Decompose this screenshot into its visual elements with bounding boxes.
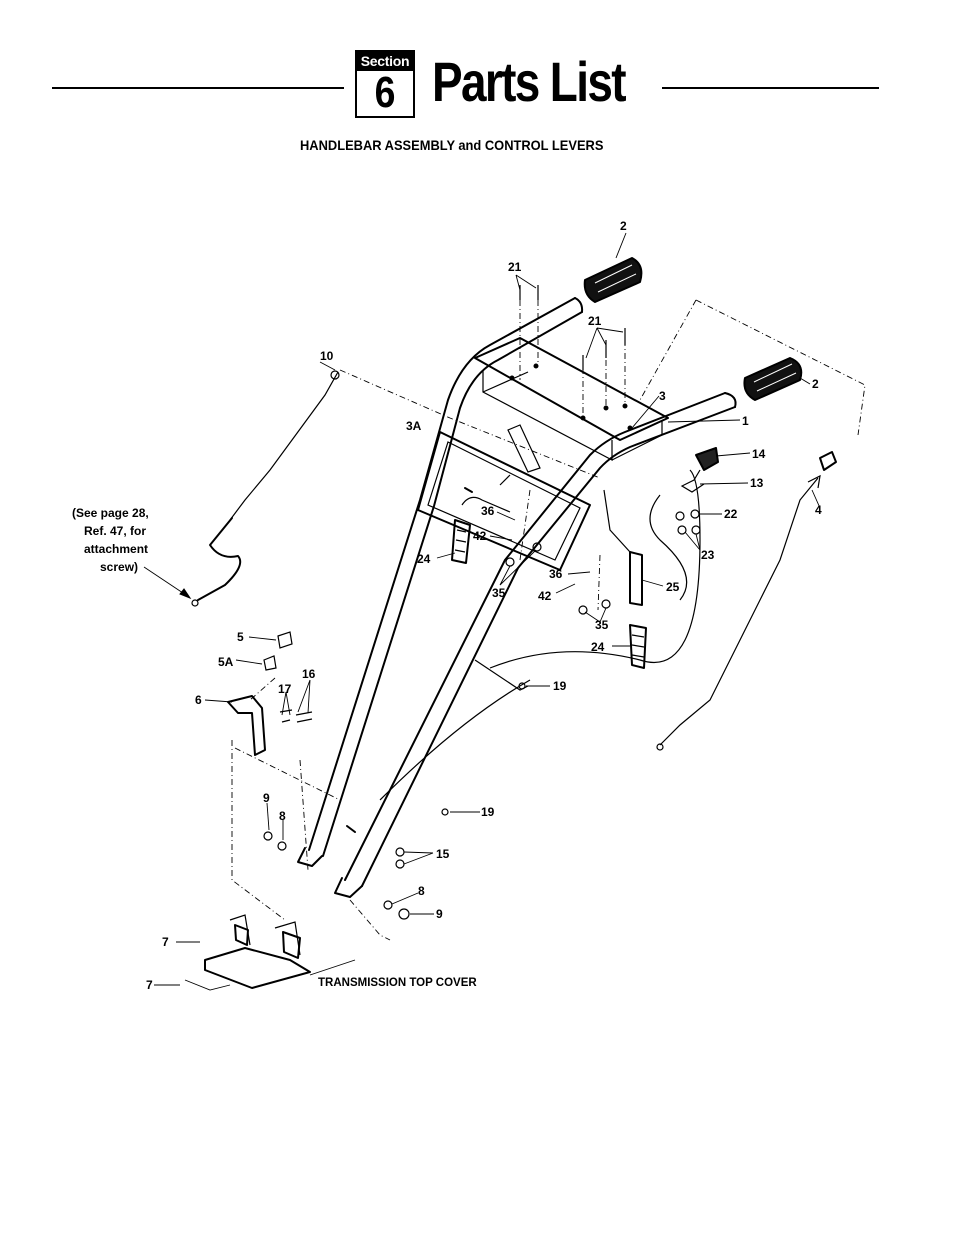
header-rule-right bbox=[662, 87, 879, 89]
note-line-3: attachment bbox=[84, 542, 148, 556]
throttle-lever bbox=[649, 447, 719, 601]
callout-3: 3 bbox=[659, 389, 666, 403]
callout-5: 5 bbox=[237, 630, 244, 644]
callout-19-upper: 19 bbox=[553, 679, 567, 693]
section-label: Section bbox=[357, 52, 413, 71]
callout-13: 13 bbox=[750, 476, 764, 490]
callout-36-lower: 36 bbox=[549, 567, 563, 581]
callout-10: 10 bbox=[320, 349, 334, 363]
alignment-lines bbox=[231, 299, 866, 941]
handlebar-frame bbox=[297, 297, 737, 898]
callout-24-left: 24 bbox=[417, 552, 431, 566]
callout-25: 25 bbox=[666, 580, 680, 594]
callout-2-right: 2 bbox=[812, 377, 819, 391]
transmission-top-cover-label: TRANSMISSION TOP COVER bbox=[318, 977, 477, 989]
hand-grips bbox=[583, 257, 803, 401]
callout-1: 1 bbox=[742, 414, 749, 428]
attachment-note: (See page 28, Ref. 47, for attachment sc… bbox=[72, 506, 149, 574]
callout-15: 15 bbox=[436, 847, 450, 861]
callout-21-right: 21 bbox=[588, 314, 602, 328]
callout-8-left: 8 bbox=[279, 809, 286, 823]
callout-17: 17 bbox=[278, 682, 292, 696]
callout-3a: 3A bbox=[406, 419, 422, 433]
callout-22: 22 bbox=[724, 507, 738, 521]
callout-labels: 2 21 21 2 3 1 10 3A 14 13 22 23 4 36 42 … bbox=[146, 219, 822, 992]
callout-14: 14 bbox=[752, 447, 766, 461]
callout-35-right: 35 bbox=[595, 618, 609, 632]
callout-23: 23 bbox=[701, 548, 715, 562]
callout-19-lower: 19 bbox=[481, 805, 495, 819]
note-line-4: screw) bbox=[100, 560, 138, 574]
callout-36-upper: 36 bbox=[481, 504, 495, 518]
callout-42-upper: 42 bbox=[473, 529, 487, 543]
callout-24-right: 24 bbox=[591, 640, 605, 654]
callout-35-left: 35 bbox=[492, 586, 506, 600]
note-line-2: Ref. 47, for bbox=[84, 524, 146, 538]
callout-5a: 5A bbox=[218, 655, 234, 669]
callout-2-top: 2 bbox=[620, 219, 627, 233]
callout-8-right: 8 bbox=[418, 884, 425, 898]
callout-7-lower: 7 bbox=[146, 978, 153, 992]
callout-16: 16 bbox=[302, 667, 316, 681]
cables bbox=[191, 370, 837, 801]
callout-7-upper: 7 bbox=[162, 935, 169, 949]
mounting-bracket bbox=[227, 631, 313, 756]
diagram-subtitle: HANDLEBAR ASSEMBLY and CONTROL LEVERS bbox=[300, 137, 604, 153]
section-badge: Section 6 bbox=[355, 50, 415, 118]
section-number: 6 bbox=[374, 68, 396, 117]
callout-42-lower: 42 bbox=[538, 589, 552, 603]
callout-21-left: 21 bbox=[508, 260, 522, 274]
control-levers bbox=[451, 489, 647, 669]
panel-plate-3a bbox=[417, 424, 591, 571]
page-title: Parts List bbox=[432, 50, 627, 113]
note-line-1: (See page 28, bbox=[72, 506, 149, 520]
callout-4: 4 bbox=[815, 503, 822, 517]
callout-9-left: 9 bbox=[263, 791, 270, 805]
callout-9-right: 9 bbox=[436, 907, 443, 921]
transmission-top-cover bbox=[184, 914, 356, 991]
callout-6: 6 bbox=[195, 693, 202, 707]
header-rule-left bbox=[52, 87, 344, 89]
leader-lines bbox=[143, 232, 821, 986]
fasteners bbox=[263, 285, 701, 920]
